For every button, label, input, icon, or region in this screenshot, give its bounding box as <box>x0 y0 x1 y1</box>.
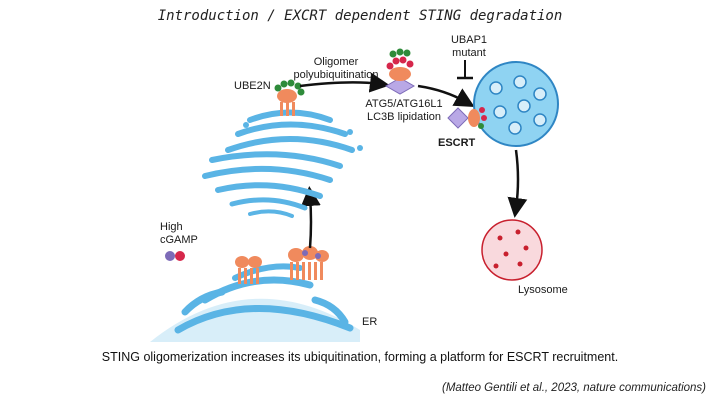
arrow-to-lysosome <box>507 149 528 218</box>
sting-dimer-icon <box>235 256 262 284</box>
arrow-to-escrt-vesicle <box>417 84 475 107</box>
slide-title: Introduction / EXCRT dependent STING deg… <box>157 8 563 24</box>
ubiquitin-chain-icon <box>274 79 305 116</box>
label-high-cgamp: High cGAMP <box>160 221 198 246</box>
label-oligomer: Oligomer polyubiquitination <box>293 56 379 81</box>
cgamp-icon <box>165 251 185 261</box>
inhibition-icon <box>457 60 473 80</box>
endoplasmic-reticulum <box>150 263 360 342</box>
label-er: ER <box>362 316 378 328</box>
sting-oligomer-icon <box>288 246 329 280</box>
escrt-complex-icon <box>447 107 487 129</box>
ubiquitinated-oligomer-icon <box>384 48 416 95</box>
multivesicular-body <box>473 61 559 147</box>
caption: STING oligomerization increases its ubiq… <box>101 350 619 364</box>
lysosome <box>481 219 543 281</box>
golgi-apparatus <box>202 109 363 218</box>
arrow-er-to-golgi <box>300 186 321 249</box>
label-atg: ATG5/ATG16L1 LC3B lipidation <box>365 98 443 123</box>
label-ube2n: UBE2N <box>234 80 271 92</box>
citation: (Matteo Gentili et al., 2023, nature com… <box>442 382 706 394</box>
label-ubap1: UBAP1 mutant <box>450 34 488 59</box>
label-escrt: ESCRT <box>438 137 476 149</box>
arrow-golgi-to-vesicle <box>299 72 390 93</box>
label-lysosome: Lysosome <box>518 284 568 296</box>
